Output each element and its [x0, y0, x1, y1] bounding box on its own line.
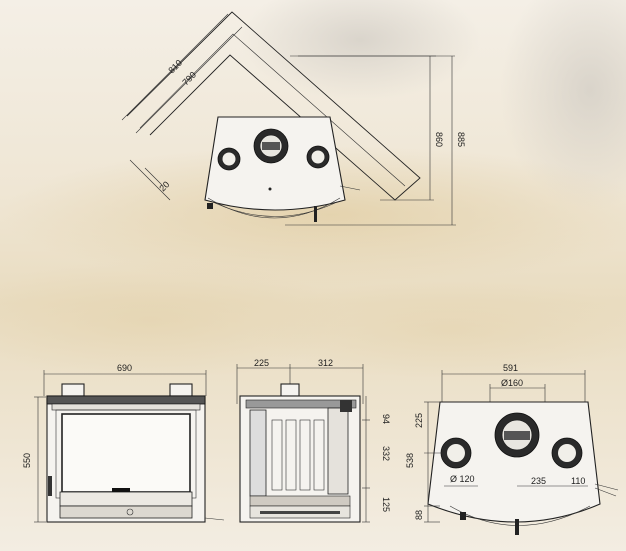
rear-cable [594, 483, 619, 491]
dim-94: 94 [381, 414, 391, 424]
side-view: 225 312 94 332 125 [236, 358, 391, 523]
dim-860: 860 [434, 132, 444, 147]
dim-20: 20 [157, 179, 171, 193]
dim-225: 225 [254, 358, 269, 368]
dim-332: 332 [381, 446, 391, 461]
dim-line-810 [121, 13, 229, 121]
side-internal-rear [249, 409, 267, 497]
dim-591: 591 [503, 363, 518, 373]
dim-line-790 [135, 26, 243, 134]
dim-690: 690 [117, 363, 132, 373]
front-view: 690 550 [22, 363, 225, 523]
dim-550: 550 [22, 453, 32, 468]
dim-dia160: Ø160 [501, 378, 523, 388]
front-glass [61, 413, 191, 493]
stove-top-body [204, 116, 346, 211]
front-collar-right [169, 383, 193, 397]
corner-wall-outline [126, 11, 421, 201]
dim-538: 538 [405, 453, 415, 468]
dim-dia120: Ø 120 [450, 474, 475, 484]
front-collar-left [61, 383, 85, 397]
dim-312: 312 [318, 358, 333, 368]
stove-rear-body [427, 401, 601, 523]
top-view: 810 790 20 860 885 [121, 11, 466, 226]
heat-exchanger-fins [271, 419, 325, 491]
dim-125: 125 [381, 497, 391, 512]
corner-wall-inner [139, 33, 406, 187]
rear-view: 591 Ø160 158 225 538 88 [405, 363, 619, 535]
dim-88: 88 [414, 510, 424, 520]
front-handle [48, 476, 52, 496]
dim-235: 235 [531, 476, 546, 486]
stove-front-arc [207, 197, 341, 219]
dim-line-20 [129, 159, 171, 201]
dim-885: 885 [456, 132, 466, 147]
dim-110: 110 [571, 476, 585, 486]
dim-225-rear: 225 [414, 413, 424, 428]
cable [339, 185, 361, 191]
side-collar [280, 383, 300, 397]
